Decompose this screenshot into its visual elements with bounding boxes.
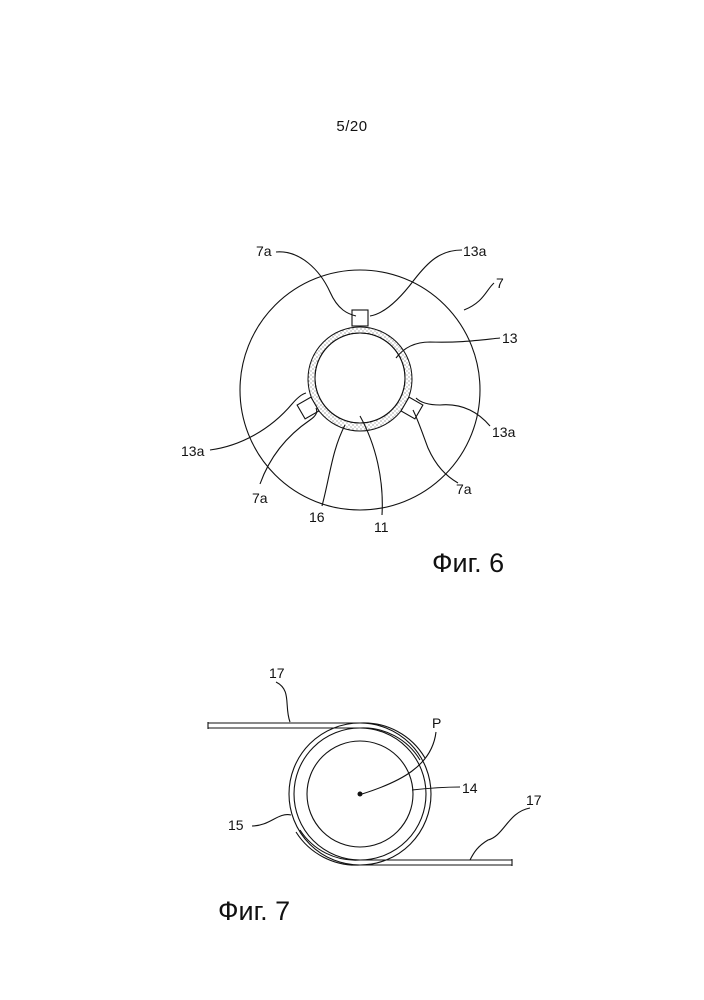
label-7a-left: 7a [252, 490, 268, 506]
leader-16 [322, 425, 345, 506]
leader-13 [396, 338, 500, 358]
label-13: 13 [502, 330, 518, 346]
figure-6-caption: Фиг. 6 [432, 548, 504, 578]
center-point-p [358, 792, 363, 797]
label-11: 11 [374, 519, 389, 535]
leader-7a-left [260, 408, 317, 484]
label-7a-right: 7a [456, 481, 472, 497]
leader-13a-left [210, 393, 306, 450]
leader-7a-top [276, 252, 356, 316]
figure-7: 17 P 14 15 17 Фиг. 7 [208, 665, 542, 926]
shaft-11 [315, 333, 405, 423]
label-13a-right: 13a [492, 424, 516, 440]
label-15: 15 [228, 817, 244, 833]
leader-15 [252, 815, 291, 826]
label-p: P [432, 715, 441, 731]
label-7a-top: 7a [256, 243, 272, 259]
coating-layer-16 [308, 327, 412, 431]
leader-17-top [276, 682, 290, 722]
leader-7 [464, 283, 494, 310]
leader-13a-top [370, 250, 462, 316]
label-13a-left: 13a [181, 443, 205, 459]
leader-17-right [470, 808, 530, 860]
figure-7-caption: Фиг. 7 [218, 896, 290, 926]
disc-7 [240, 270, 480, 510]
label-17-right: 17 [526, 792, 542, 808]
label-17-top: 17 [269, 665, 285, 681]
label-14: 14 [462, 780, 478, 796]
label-13a-top: 13a [463, 243, 487, 259]
sheet-17-top [208, 728, 420, 760]
protrusion-7a-top [352, 310, 368, 326]
figure-6: 7a 13a 7 13 13a 13a 7a 7a 16 11 Фиг. 6 [181, 243, 518, 578]
leader-14 [412, 787, 460, 790]
label-7: 7 [496, 275, 504, 291]
label-16: 16 [309, 509, 325, 525]
leader-7a-right [413, 410, 458, 483]
